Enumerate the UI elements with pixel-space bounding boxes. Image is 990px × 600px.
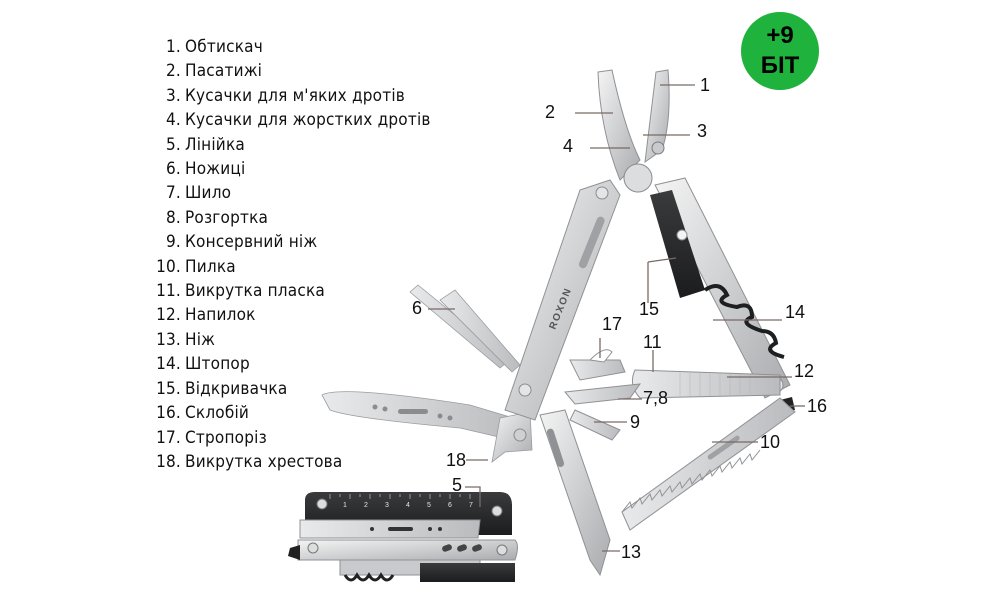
callout-9: 9 (630, 412, 641, 432)
callout-12: 12 (794, 361, 815, 381)
badge-label: БІТ (760, 52, 800, 79)
callout-7-8: 7,8 (643, 388, 669, 408)
feature-item-16: 16.Склобій (156, 403, 250, 424)
svg-text:3: 3 (385, 502, 389, 509)
feature-item-3: 3.Кусачки для м'яких дротів (166, 85, 405, 106)
svg-text:1: 1 (343, 502, 347, 509)
feature-item-7: 7.Шило (166, 183, 232, 204)
callout-15: 15 (639, 299, 660, 319)
callout-6: 6 (412, 298, 423, 318)
callout-13: 13 (621, 542, 642, 562)
callout-11: 11 (643, 332, 662, 352)
callout-3: 3 (697, 121, 708, 141)
feature-item-9: 9.Консервний ніж (166, 232, 318, 253)
callout-1: 1 (700, 75, 711, 95)
feature-item-5: 5.Лінійка (166, 134, 245, 155)
feature-item-6: 6.Ножиці (166, 159, 246, 180)
callout-17: 17 (602, 314, 623, 334)
callout-lines (428, 84, 805, 552)
feature-item-18: 18.Викрутка хрестова (156, 451, 343, 472)
callout-2: 2 (545, 102, 556, 122)
feature-item-13: 13.Ніж (156, 329, 216, 350)
svg-text:7: 7 (469, 502, 473, 509)
feature-item-1: 1.Обтискач (166, 37, 263, 57)
feature-item-14: 14.Штопор (156, 354, 250, 375)
knife-blade (539, 409, 611, 577)
left-handle: ROXON (504, 179, 621, 421)
feature-item-17: 17.Стропоріз (156, 427, 267, 448)
feature-item-2: 2.Пасатижі (166, 61, 263, 82)
feature-list: 1.Обтискач 2.Пасатижі 3.Кусачки для м'як… (155, 35, 431, 474)
feature-item-8: 8.Розгортка (166, 207, 269, 228)
pliers-jaws (597, 69, 670, 193)
feature-item-15: 15.Відкривачка (156, 378, 288, 399)
callout-10: 10 (760, 432, 781, 452)
svg-text:2: 2 (364, 502, 368, 509)
callout-4: 4 (563, 136, 574, 156)
folded-multitool: 1 2 3 4 5 6 7 (288, 492, 518, 582)
bits-badge: +9 БІТ (741, 12, 819, 90)
feature-item-10: 10.Пилка (156, 256, 236, 277)
svg-text:4: 4 (406, 502, 410, 509)
callout-14: 14 (785, 302, 806, 322)
small-tools (564, 349, 642, 441)
badge-count: +9 (766, 22, 794, 49)
svg-text:6: 6 (448, 502, 452, 509)
feature-item-11: 11.Викрутка пласка (156, 281, 325, 302)
scissors-blades (409, 284, 521, 373)
callout-16: 16 (807, 396, 828, 416)
callout-5: 5 (452, 475, 463, 495)
feature-item-12: 12.Напилок (156, 305, 256, 326)
callout-18: 18 (446, 450, 467, 470)
phillips-driver-arm (321, 391, 533, 463)
saw-blade (621, 397, 796, 531)
svg-text:5: 5 (427, 502, 431, 509)
feature-item-4: 4.Кусачки для жорстких дротів (166, 110, 431, 131)
